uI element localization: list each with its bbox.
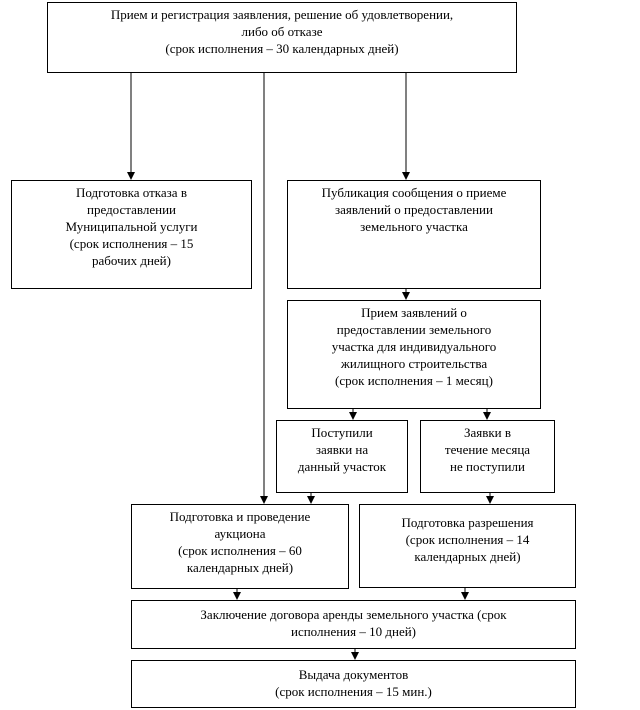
- box-registration-line-1: Прием и регистрация заявления, решение о…: [110, 7, 454, 22]
- box-registration-line-3: (срок исполнения – 30 календарных дней): [165, 41, 399, 56]
- box-permit-line-3: календарных дней): [414, 549, 521, 564]
- box-document-issue: Выдача документов (срок исполнения – 15 …: [131, 660, 576, 708]
- box-applications-not-received-line-3: не поступили: [450, 459, 525, 474]
- box-permit: Подготовка разрешения (срок исполнения –…: [359, 504, 576, 588]
- box-auction-line-1: Подготовка и проведение: [169, 509, 311, 524]
- box-acceptance-line-2: предоставлении земельного: [336, 322, 492, 337]
- box-registration-line-2: либо об отказе: [241, 24, 323, 39]
- box-applications-received: Поступили заявки на данный участок: [276, 420, 408, 493]
- box-publication-line-2: заявлений о предоставлении: [335, 202, 493, 217]
- box-refusal-line-3: Муниципальной услуги: [65, 219, 198, 234]
- box-acceptance-line-4: жилищного строительства: [340, 356, 488, 371]
- box-document-issue-line-1: Выдача документов: [298, 667, 409, 682]
- box-permit-line-2: (срок исполнения – 14: [405, 532, 530, 547]
- box-applications-received-line-1: Поступили: [311, 425, 373, 440]
- box-lease-contract: Заключение договора аренды земельного уч…: [131, 600, 576, 649]
- box-applications-not-received: Заявки в течение месяца не поступили: [420, 420, 555, 493]
- box-refusal-line-4: (срок исполнения – 15: [69, 236, 194, 251]
- box-refusal-line-5: рабочих дней): [92, 253, 171, 268]
- box-applications-not-received-line-2: течение месяца: [444, 442, 531, 457]
- box-acceptance-line-1: Прием заявлений о: [361, 305, 467, 320]
- box-refusal-line-1: Подготовка отказа в: [76, 185, 187, 200]
- box-acceptance-line-3: участка для индивидуального: [331, 339, 497, 354]
- box-acceptance-line-5: (срок исполнения – 1 месяц): [335, 373, 493, 388]
- box-publication-line-3: земельного участка: [360, 219, 468, 234]
- box-applications-received-line-2: заявки на: [315, 442, 369, 457]
- box-auction-line-2: аукциона: [214, 526, 266, 541]
- box-applications-not-received-line-1: Заявки в: [463, 425, 512, 440]
- box-lease-contract-line-1: Заключение договора аренды земельного уч…: [200, 607, 507, 622]
- box-publication: Публикация сообщения о приеме заявлений …: [287, 180, 541, 289]
- box-publication-line-1: Публикация сообщения о приеме: [321, 185, 507, 200]
- box-refusal-line-2: предоставлении: [87, 202, 176, 217]
- box-permit-line-1: Подготовка разрешения: [401, 515, 534, 530]
- box-document-issue-line-2: (срок исполнения – 15 мин.): [275, 684, 432, 699]
- box-auction-line-4: календарных дней): [186, 560, 294, 575]
- box-acceptance: Прием заявлений о предоставлении земельн…: [287, 300, 541, 409]
- box-auction-line-3: (срок исполнения – 60: [178, 543, 302, 558]
- box-applications-received-line-3: данный участок: [297, 459, 387, 474]
- box-lease-contract-line-2: исполнения – 10 дней): [291, 624, 416, 639]
- box-registration: Прием и регистрация заявления, решение о…: [47, 2, 517, 73]
- box-refusal: Подготовка отказа в предоставлении Муниц…: [11, 180, 252, 289]
- box-auction: Подготовка и проведение аукциона (срок и…: [131, 504, 349, 589]
